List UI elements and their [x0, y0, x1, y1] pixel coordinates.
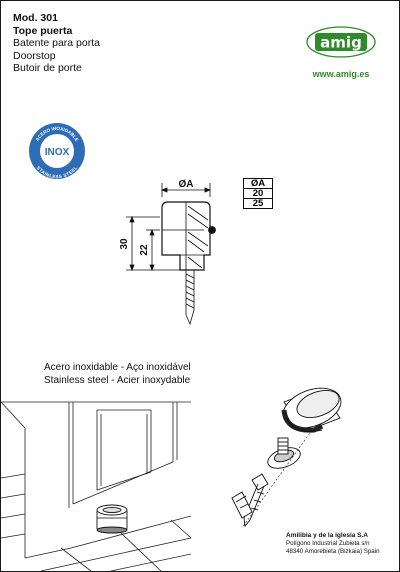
amig-logo: amig: [306, 26, 376, 58]
product-name-pt: Batente para porta: [13, 37, 100, 49]
technical-drawing: ØA 30 22: [119, 179, 216, 326]
badge-label: INOX: [45, 147, 70, 158]
company-name: Amilibia y de la iglesia S.A: [286, 532, 369, 539]
company-address-line-2: 48340 Amorebieta (Bizkaia) Spain: [286, 548, 380, 555]
dimension-width-label: ØA: [179, 179, 194, 190]
dimension-height-body: 22: [139, 244, 150, 256]
material-description: Acero inoxidable - Aço inoxidável Stainl…: [44, 362, 191, 387]
dimension-table-row: 25: [243, 198, 273, 209]
product-name-en: Doorstop: [13, 49, 56, 62]
exploded-parts-view: [231, 387, 342, 529]
dimension-height-total: 30: [119, 238, 130, 250]
product-name-es: Tope puerta: [13, 24, 73, 37]
model-number: Mod. 301: [13, 12, 58, 24]
company-address-line-1: Polígono Industrial Zubieta s/n: [286, 540, 370, 547]
dimension-table-header: ØA: [243, 178, 273, 189]
dimension-table: ØA 20 25: [243, 178, 273, 209]
company-info: Amilibia y de la iglesia S.A Polígono In…: [286, 532, 380, 556]
website-link[interactable]: www.amig.es: [312, 69, 370, 79]
material-line-1: Acero inoxidable - Aço inoxidável: [44, 362, 191, 373]
installation-illustration: [1, 401, 191, 571]
product-name-fr: Butoir de porte: [13, 62, 82, 74]
logo-text: amig: [320, 34, 362, 52]
inox-badge: ACERO INOXIDABLE STAINLESS STEEL INOX: [29, 123, 85, 179]
material-line-2: Stainless steel - Acier inoxydable: [44, 374, 191, 386]
product-header: Mod. 301 Tope puerta Batente para porta …: [13, 12, 100, 75]
dimension-table-row: 20: [243, 188, 273, 199]
